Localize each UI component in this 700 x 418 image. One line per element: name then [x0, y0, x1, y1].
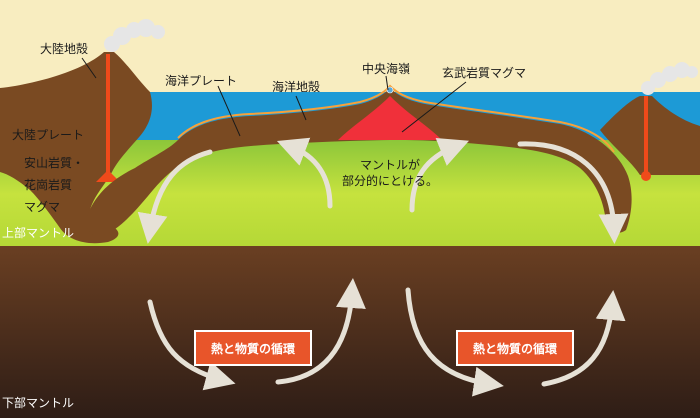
continental-plate: [0, 52, 152, 244]
cycle-box-right: 熱と物質の循環: [456, 330, 574, 366]
label-lower-mantle: 下部マントル: [2, 396, 75, 410]
oceanic-crust: [177, 84, 615, 153]
label-andesite-magma-line1: 安山岩質・: [24, 156, 85, 170]
upper-mantle-arrows: [137, 137, 629, 244]
right-volcano-conduit: [644, 96, 648, 174]
label-andesite-magma-line3: マグマ: [24, 200, 61, 214]
label-continental-crust: 大陸地殻: [40, 42, 89, 56]
lower-mantle-arrows: [147, 278, 626, 397]
label-basaltic-magma: 玄武岩質マグマ: [442, 66, 527, 80]
leader-lines: [81, 57, 467, 137]
basaltic-magma: [338, 96, 442, 140]
label-mantle-melt-line2: 部分的にとける。: [341, 174, 438, 188]
oceanic-plate: [86, 88, 632, 236]
label-continental-plate: 大陸プレート: [12, 128, 85, 142]
right-volcano-smoke: [641, 62, 698, 95]
right-volcano: [600, 96, 700, 175]
cycle-box-left: 熱と物質の循環: [194, 330, 312, 366]
label-mid-ocean-ridge: 中央海嶺: [362, 62, 411, 76]
label-andesite-magma-line2: 花崗岩質: [24, 178, 73, 192]
left-volcano-smoke: [104, 19, 165, 52]
label-oceanic-plate: 海洋プレート: [165, 74, 238, 88]
left-volcano-conduit: [106, 54, 110, 176]
ridge-marker: [386, 86, 394, 94]
label-oceanic-crust: 海洋地殻: [272, 80, 321, 94]
lower-mantle-layer: [0, 246, 700, 418]
label-mantle-melt-line1: マントルが: [359, 158, 420, 172]
magma-chamber-left: [96, 170, 120, 182]
label-upper-mantle: 上部マントル: [2, 226, 75, 240]
magma-chamber-right: [641, 171, 651, 181]
